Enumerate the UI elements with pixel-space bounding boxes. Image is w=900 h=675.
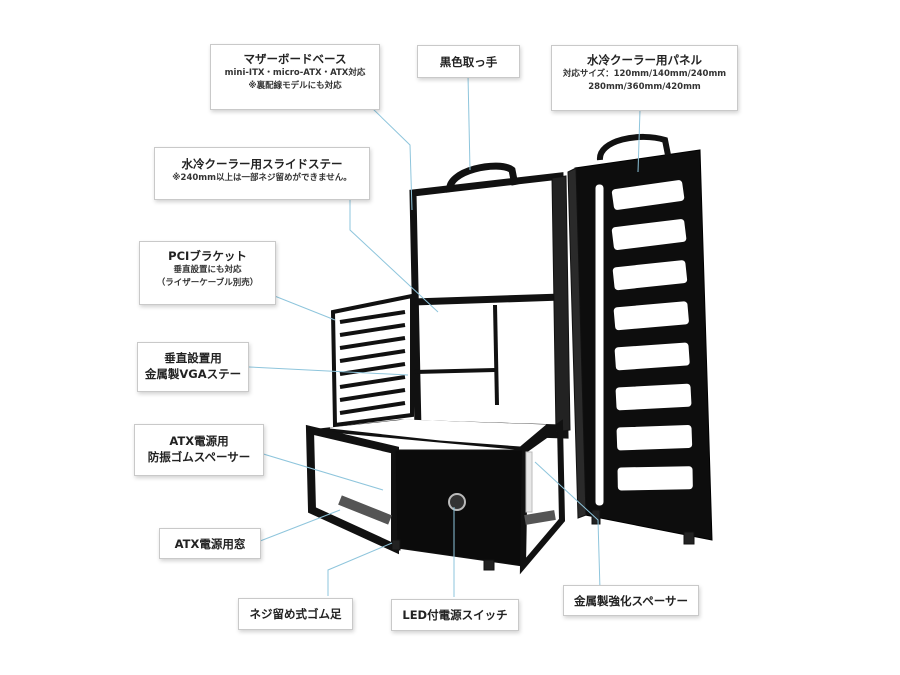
callout-line: 対応サイズ：120mm/140mm/240mm <box>562 69 727 79</box>
callout-line: （ライザーケーブル別売） <box>156 278 259 288</box>
callout-vga-stay: 垂直設置用 金属製VGAステー <box>137 342 249 392</box>
callout-line: 金属製VGAステー <box>144 367 242 381</box>
callout-slide-stay: 水冷クーラー用スライドステー ※240mm以上は一部ネジ留めができません。 <box>154 147 370 200</box>
callout-title: 垂直設置用 <box>164 351 222 365</box>
callout-line: 280mm/360mm/420mm <box>588 82 701 92</box>
callout-metal-spacer: 金属製強化スペーサー <box>563 585 699 616</box>
callout-line: ※240mm以上は一部ネジ留めができません。 <box>172 173 352 183</box>
callout-motherboard-base: マザーボードベース mini-ITX・micro-ATX・ATX対応 ※裏配線モ… <box>210 44 380 110</box>
callout-line: 垂直設置にも対応 <box>173 265 242 275</box>
callout-title: ATX電源用 <box>169 434 229 448</box>
callout-title: PCIブラケット <box>168 249 247 263</box>
callout-title: 金属製強化スペーサー <box>574 594 688 608</box>
callout-title: 水冷クーラー用スライドステー <box>181 157 343 171</box>
motherboard-tray-illustration <box>409 162 571 439</box>
callout-feet: ネジ留め式ゴム足 <box>238 598 353 630</box>
callout-handle: 黒色取っ手 <box>417 45 520 78</box>
pci-bracket-illustration <box>330 293 414 428</box>
callout-psu-spacer: ATX電源用 防振ゴムスペーサー <box>134 424 264 476</box>
callout-title: 黒色取っ手 <box>439 55 498 69</box>
callout-line: 防振ゴムスペーサー <box>147 450 251 464</box>
callout-title: 水冷クーラー用パネル <box>587 53 702 67</box>
callout-radiator-panel: 水冷クーラー用パネル 対応サイズ：120mm/140mm/240mm 280mm… <box>551 45 738 111</box>
callout-pci-bracket: PCIブラケット 垂直設置にも対応 （ライザーケーブル別売） <box>139 241 276 305</box>
radiator-panel-illustration <box>567 134 713 545</box>
callout-power-switch: LED付電源スイッチ <box>391 599 519 631</box>
psu-chamber-illustration <box>305 419 566 575</box>
callout-psu-window: ATX電源用窓 <box>159 528 261 559</box>
callout-line: ※裏配線モデルにも対応 <box>248 81 342 91</box>
callout-title: ネジ留め式ゴム足 <box>249 607 342 621</box>
leader-lines <box>246 74 641 597</box>
callout-title: マザーボードベース <box>243 52 347 66</box>
callout-line: mini-ITX・micro-ATX・ATX対応 <box>224 68 366 78</box>
case-illustration <box>305 134 713 575</box>
callout-title: LED付電源スイッチ <box>402 608 508 622</box>
callout-title: ATX電源用窓 <box>174 537 246 551</box>
